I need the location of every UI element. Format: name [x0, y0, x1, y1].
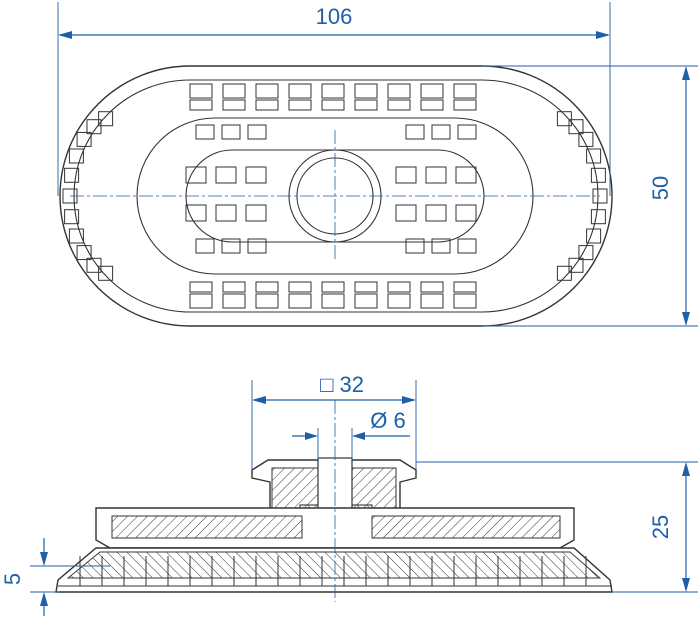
grid-cell	[247, 124, 267, 140]
grid-cell	[68, 148, 84, 164]
grid-cell	[98, 265, 114, 281]
grid-cell	[556, 265, 572, 281]
grid-cell	[195, 124, 215, 140]
grid-cell	[431, 238, 451, 254]
grid-cell	[453, 83, 477, 99]
grid-cell	[86, 119, 102, 135]
grid-cell	[590, 167, 606, 183]
grid-cell	[420, 83, 444, 99]
grid-cell	[255, 293, 279, 309]
grid-cell	[453, 293, 477, 309]
grid-cell	[195, 238, 215, 254]
grid-cell	[405, 124, 425, 140]
grid-cell	[189, 99, 213, 111]
grid-cell	[288, 99, 312, 111]
underside-ribs	[79, 556, 587, 586]
grid-cell	[354, 83, 378, 99]
grid-cell	[586, 228, 602, 244]
grid-cell	[586, 148, 602, 164]
grid-cell	[215, 204, 237, 222]
grid-cell	[453, 281, 477, 293]
square-label: □ 32	[320, 372, 364, 397]
grid-cell	[457, 238, 477, 254]
grid-cell	[457, 124, 477, 140]
grid-cell	[185, 204, 207, 222]
width-label: 106	[316, 4, 353, 29]
side-view	[55, 400, 613, 602]
grid-cell	[189, 293, 213, 309]
square-dimension: □ 32	[251, 372, 417, 470]
grid-cell	[420, 99, 444, 111]
grid-cell	[387, 99, 411, 111]
total-height-dimension: 25	[416, 461, 698, 593]
diameter-label: Ø 6	[370, 408, 405, 433]
grid-cell	[221, 124, 241, 140]
grid-cell	[189, 83, 213, 99]
grid-cell	[453, 99, 477, 111]
grid-cell	[255, 281, 279, 293]
grid-cells	[62, 83, 608, 309]
grid-cell	[321, 281, 345, 293]
width-dimension: 106	[57, 2, 611, 196]
grid-cell	[387, 83, 411, 99]
height-dimension: 50	[482, 65, 698, 327]
grid-cell	[64, 167, 80, 183]
grid-cell	[247, 238, 267, 254]
grid-cell	[68, 228, 84, 244]
grid-cell	[288, 83, 312, 99]
grid-cell	[222, 293, 246, 309]
grid-cell	[86, 257, 102, 273]
grid-cell	[431, 124, 451, 140]
lip-height-dimension: 5	[0, 538, 110, 616]
grid-cell	[76, 245, 92, 261]
grid-cell	[387, 281, 411, 293]
grid-cell	[405, 238, 425, 254]
grid-cell	[354, 99, 378, 111]
grid-cell	[578, 131, 594, 147]
grid-cell	[578, 245, 594, 261]
total-height-label: 25	[648, 515, 673, 539]
grid-cell	[321, 99, 345, 111]
diameter-dimension: Ø 6	[292, 408, 410, 460]
grid-cell	[222, 83, 246, 99]
grid-cell	[420, 281, 444, 293]
grid-cell	[288, 281, 312, 293]
grid-cell	[321, 83, 345, 99]
grid-cell	[395, 166, 417, 184]
grid-cell	[568, 119, 584, 135]
grid-cell	[556, 111, 572, 127]
grid-cell	[245, 166, 267, 184]
grid-cell	[245, 204, 267, 222]
grid-cell	[64, 209, 80, 225]
grid-cell	[321, 293, 345, 309]
grid-cell	[590, 209, 606, 225]
grid-cell	[455, 204, 477, 222]
grid-cell	[98, 111, 114, 127]
grid-cell	[189, 281, 213, 293]
grid-cell	[354, 281, 378, 293]
grid-cell	[76, 131, 92, 147]
grid-cell	[215, 166, 237, 184]
grid-cell	[255, 99, 279, 111]
grid-cell	[568, 257, 584, 273]
grid-cell	[354, 293, 378, 309]
height-label: 50	[648, 176, 673, 200]
grid-cell	[222, 99, 246, 111]
grid-cell	[425, 166, 447, 184]
top-view	[59, 65, 613, 327]
grid-cell	[425, 204, 447, 222]
grid-cell	[288, 293, 312, 309]
grid-cell	[395, 204, 417, 222]
grid-cell	[455, 166, 477, 184]
grid-cell	[255, 83, 279, 99]
grid-cell	[185, 166, 207, 184]
grid-cell	[221, 238, 241, 254]
lip-height-label: 5	[0, 573, 25, 585]
grid-cell	[420, 293, 444, 309]
grid-cell	[387, 293, 411, 309]
grid-cell	[222, 281, 246, 293]
